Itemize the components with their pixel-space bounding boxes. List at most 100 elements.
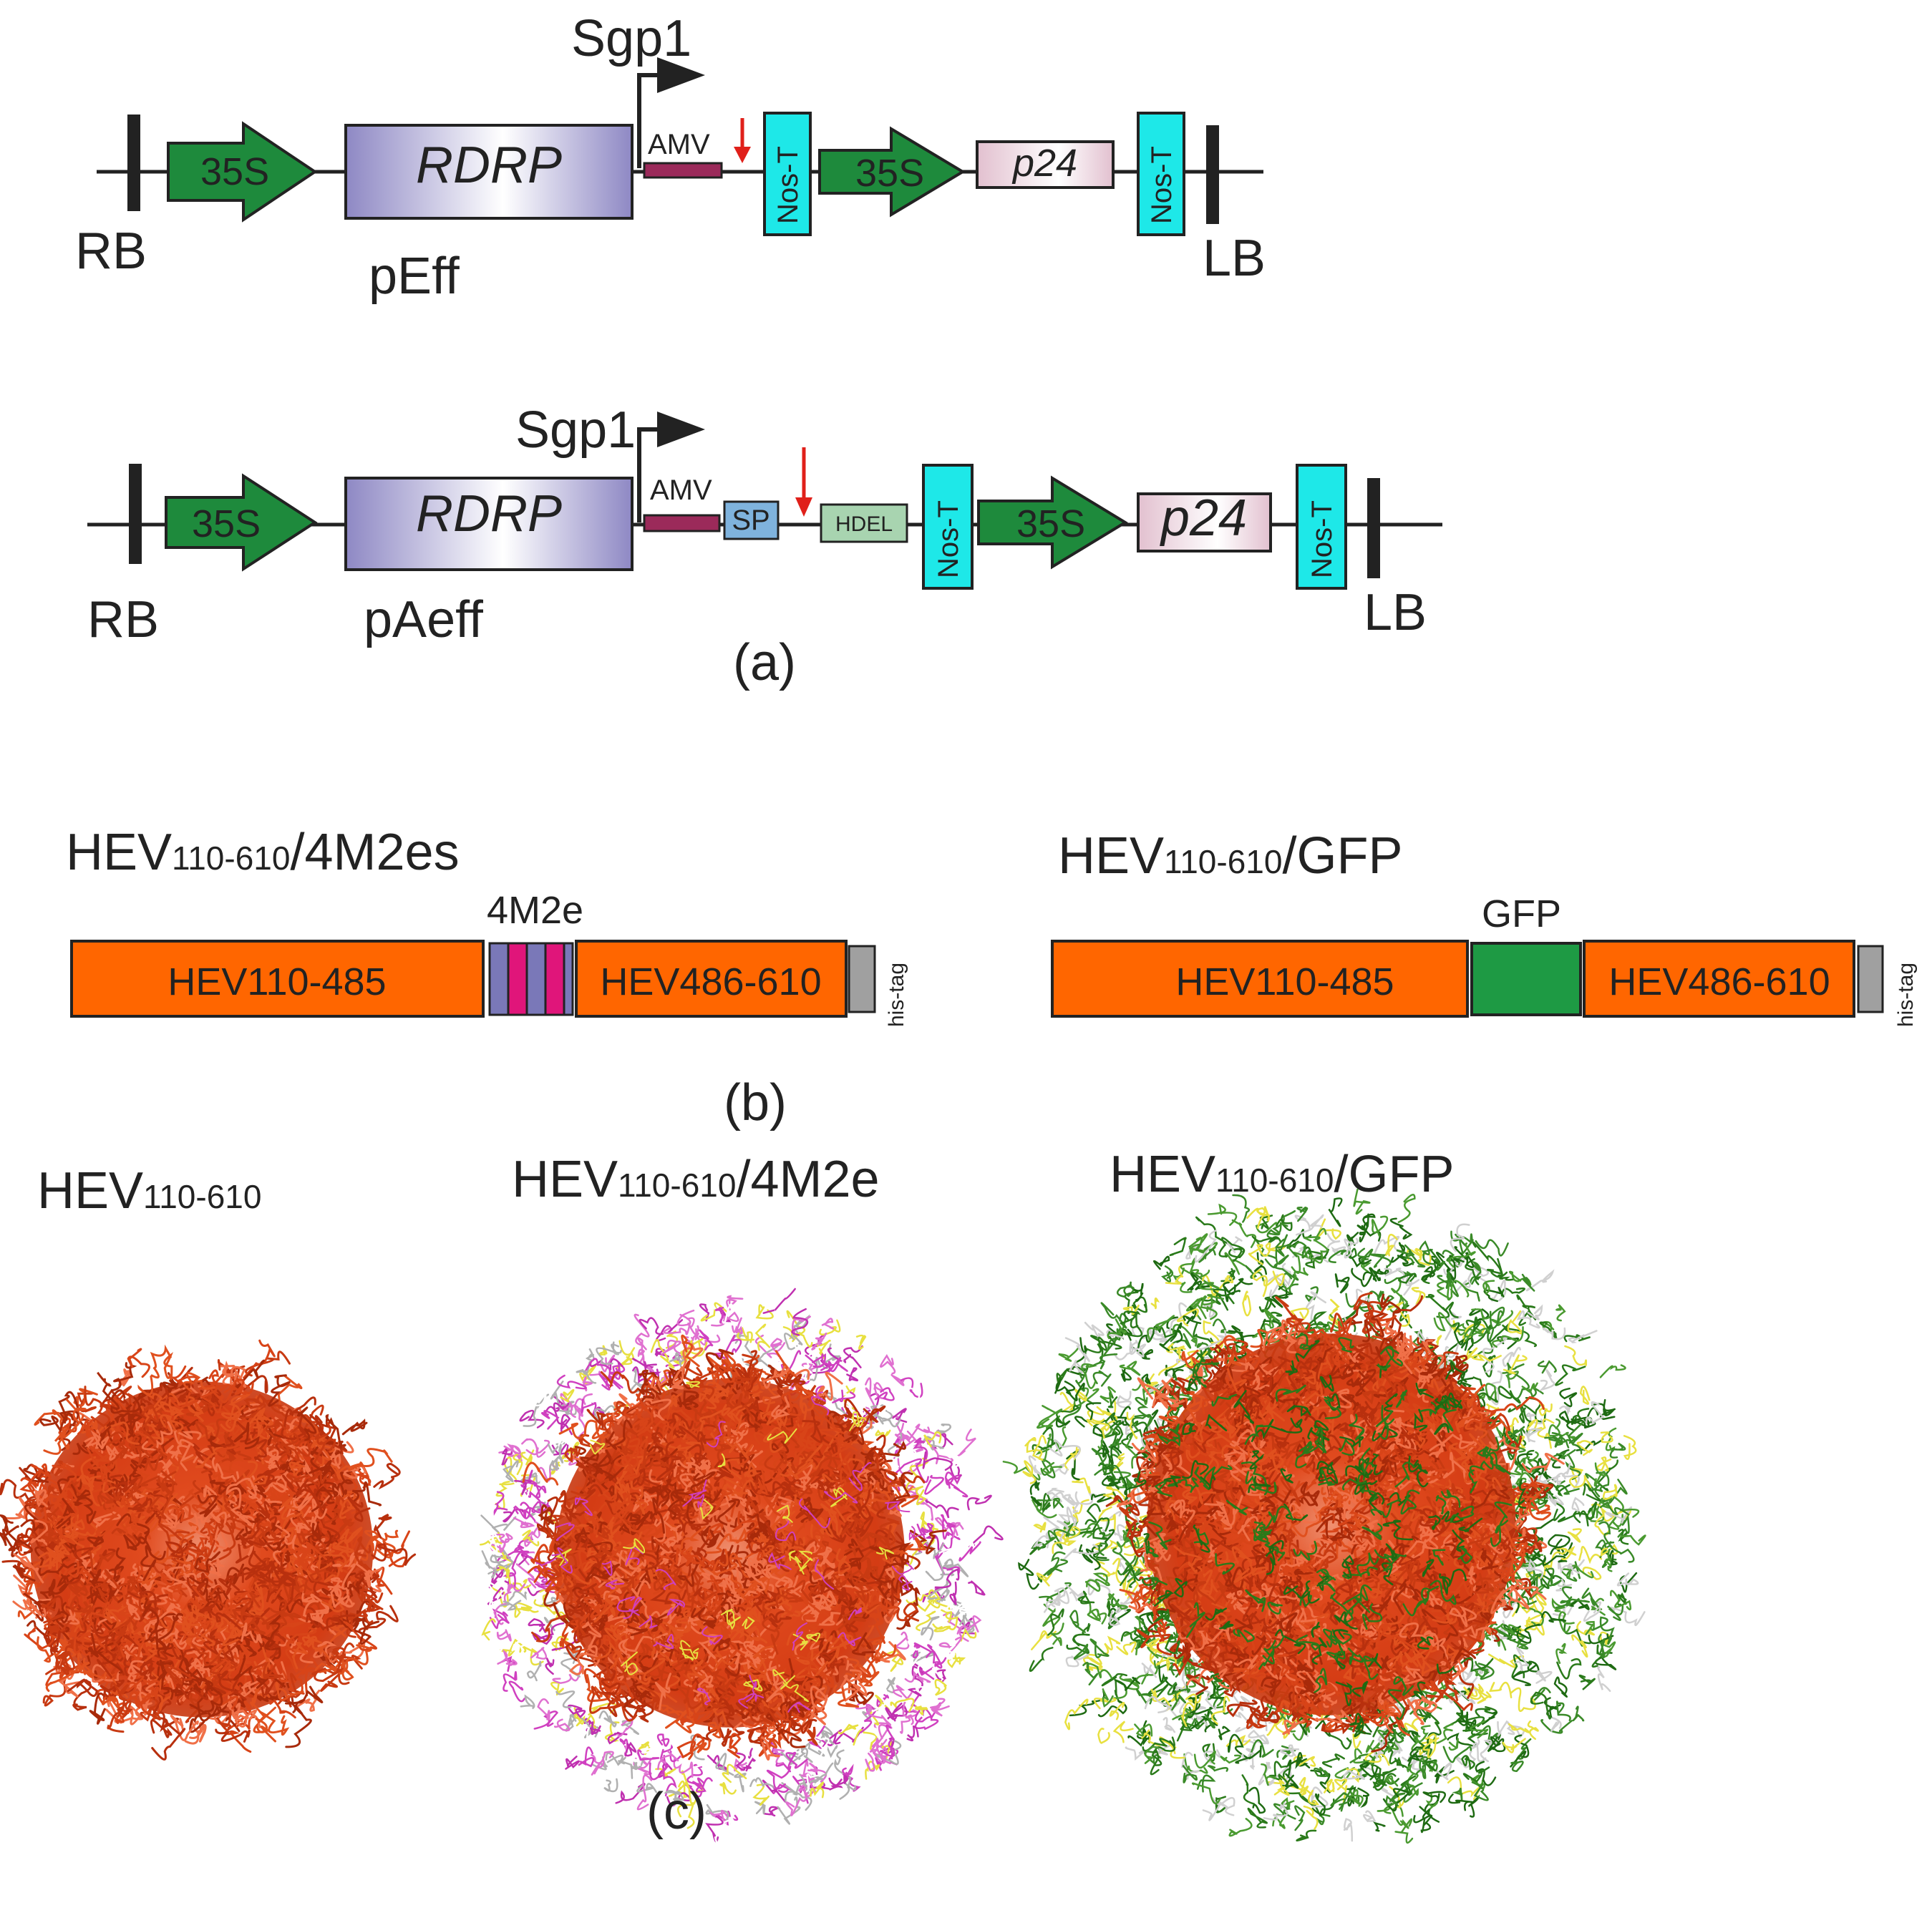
protein-ribbon: [893, 1471, 913, 1503]
protein-ribbon: [205, 1558, 225, 1577]
gfp-ribbon: [1596, 1456, 1612, 1472]
m2e-loop: [770, 1338, 786, 1352]
gfp-ribbon: [1323, 1628, 1338, 1648]
m2e-loop: [496, 1565, 510, 1579]
protein-ribbon: [273, 1441, 292, 1471]
protein-ribbon: [1450, 1579, 1474, 1597]
gfp-ribbon: [1261, 1763, 1277, 1786]
gfp-ribbon: [1044, 1559, 1068, 1576]
protein-ribbon: [527, 1565, 563, 1592]
p24-label: p24: [1160, 490, 1247, 547]
protein-ribbon: [619, 1423, 641, 1456]
protein-ribbon: [756, 1469, 768, 1495]
gfp-ribbon: [1571, 1634, 1588, 1658]
m2e-loop: [848, 1607, 863, 1620]
protein-ribbon: [852, 1632, 876, 1656]
protein-ribbon: [686, 1659, 706, 1681]
protein-ribbon: [844, 1557, 865, 1570]
m2e-loop: [777, 1504, 793, 1523]
gfp-ribbon: [1056, 1368, 1072, 1383]
protein-ribbon: [744, 1470, 778, 1502]
gfp-ribbon: [1111, 1524, 1125, 1541]
m2e-loop: [762, 1288, 796, 1314]
m2e-loop: [515, 1563, 542, 1589]
protein-ribbon: [611, 1549, 646, 1577]
protein-ribbon: [1152, 1394, 1179, 1409]
protein-ribbon: [745, 1496, 767, 1523]
protein-ribbon: [188, 1616, 210, 1638]
gfp-ribbon: [1329, 1734, 1352, 1750]
protein-ribbon: [87, 1530, 107, 1547]
m2e-loop: [880, 1724, 895, 1757]
protein-ribbon: [281, 1414, 301, 1446]
protein-ribbon: [522, 1461, 559, 1486]
m2e-loop: [605, 1752, 626, 1766]
protein-ribbon: [866, 1592, 900, 1615]
protein-ribbon: [1409, 1411, 1439, 1436]
gfp-ribbon: [1449, 1255, 1465, 1280]
gfp-ribbon: [1510, 1734, 1530, 1768]
m2e-loop: [865, 1761, 880, 1780]
protein-ribbon: [35, 1540, 61, 1554]
gfp-ribbon: [1200, 1295, 1218, 1320]
protein-ribbon: [583, 1596, 611, 1617]
protein-ribbon: [1297, 1651, 1323, 1673]
gfp-ribbon: [1180, 1693, 1198, 1727]
gfp-ribbon: [1091, 1448, 1107, 1466]
protein-ribbon: [810, 1685, 829, 1710]
m2e-loop: [785, 1791, 808, 1816]
hev110-485-segment: [70, 940, 485, 1018]
protein-ribbon: [189, 1724, 207, 1743]
protein-ribbon: [43, 1427, 69, 1455]
gfp-ribbon: [1191, 1782, 1221, 1805]
protein-ribbon: [845, 1559, 870, 1587]
gfp-ribbon: [1439, 1408, 1457, 1432]
protein-ribbon: [1203, 1387, 1233, 1406]
protein-ribbon: [197, 1425, 220, 1444]
m2e-loop: [925, 1553, 944, 1581]
protein-ribbon: [790, 1717, 817, 1734]
protein-ribbon: [592, 1553, 610, 1575]
gfp-ribbon: [1553, 1676, 1568, 1698]
gfp-ribbon: [1454, 1246, 1475, 1268]
protein-ribbon: [820, 1652, 845, 1669]
protein-ribbon: [1359, 1519, 1379, 1552]
gfp-ribbon: [1162, 1717, 1176, 1733]
gfp-ribbon: [1354, 1480, 1378, 1495]
protein-ribbon: [251, 1661, 283, 1680]
protein-ribbon: [575, 1484, 596, 1501]
gfp-ribbon: [1311, 1637, 1328, 1665]
gfp-ribbon: [1301, 1246, 1326, 1269]
protein-ribbon: [106, 1698, 152, 1723]
protein-ribbon: [564, 1484, 603, 1522]
gfp-ribbon: [1167, 1682, 1186, 1711]
protein-ribbon: [354, 1610, 372, 1645]
gfp-ribbon: [1399, 1302, 1412, 1329]
gfp-ribbon: [1172, 1323, 1198, 1347]
gfp-ribbon: [1457, 1546, 1473, 1564]
protein-ribbon: [256, 1469, 275, 1488]
protein-ribbon: [170, 1677, 193, 1697]
m2e-loop: [834, 1726, 864, 1745]
protein-ribbon: [241, 1613, 267, 1635]
m2e-loop: [586, 1713, 596, 1733]
gfp-ribbon: [1102, 1688, 1114, 1708]
protein-ribbon: [138, 1404, 163, 1445]
protein-ribbon: [67, 1560, 92, 1585]
35s-label-2: 35S: [1016, 502, 1085, 545]
protein-ribbon: [235, 1700, 256, 1730]
m2e-loop: [706, 1421, 726, 1448]
protein-ribbon: [89, 1692, 107, 1725]
protein-ribbon: [787, 1548, 818, 1585]
m2e-loop: [520, 1416, 533, 1441]
gfp-ribbon: [1024, 1437, 1043, 1459]
gfp-ribbon: [1063, 1519, 1091, 1531]
protein-ribbon: [531, 1613, 571, 1642]
protein-ribbon: [601, 1475, 616, 1502]
gfp-ribbon: [1316, 1461, 1336, 1479]
protein-ribbon: [84, 1386, 110, 1427]
gfp-ribbon: [1529, 1584, 1546, 1600]
gfp-ribbon: [1375, 1364, 1387, 1378]
m2e-loop: [513, 1579, 532, 1593]
protein-ribbon: [125, 1601, 140, 1621]
